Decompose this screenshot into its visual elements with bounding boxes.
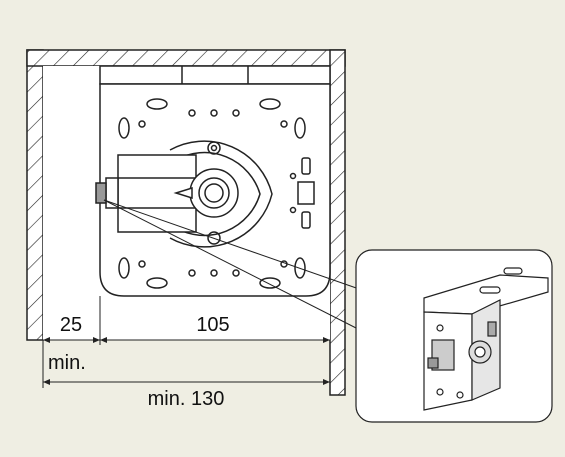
- plate-dimension-label: 105: [196, 314, 229, 336]
- wall-top: [26, 49, 346, 67]
- gap-min-note: min.: [48, 352, 86, 374]
- wall-left: [26, 49, 44, 341]
- dimension-lines: [42, 296, 331, 388]
- total-dimension-label: min. 130: [148, 388, 225, 410]
- motor-head: [95, 154, 239, 233]
- callout-lines: [103, 199, 363, 331]
- bracket-3d-detail-icon: [423, 267, 549, 411]
- wall-right: [329, 49, 346, 396]
- inset-detail-view: [355, 249, 553, 423]
- gap-dimension-label: 25: [60, 314, 82, 336]
